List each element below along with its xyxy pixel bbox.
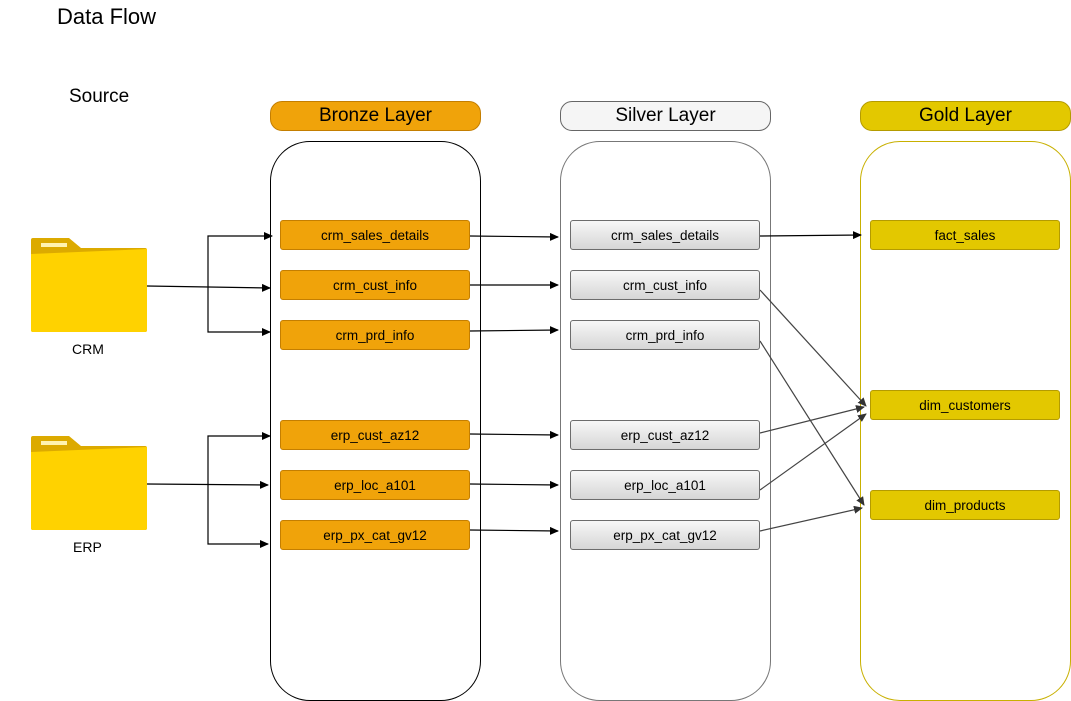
- gold-dim-products: dim_products: [870, 490, 1060, 520]
- silver-erp-loc-a101: erp_loc_a101: [570, 470, 760, 500]
- erp-to-bronze-cust-arrow: [207, 432, 271, 484]
- source-heading: Source: [69, 86, 130, 107]
- silver-crm-sales-details: crm_sales_details: [570, 220, 760, 250]
- bronze-layer-header: Bronze Layer: [270, 101, 481, 131]
- bronze-crm-prd-info: crm_prd_info: [280, 320, 470, 350]
- erp-source-label: ERP: [73, 539, 102, 555]
- crm-folder-icon: [31, 238, 147, 332]
- gold-dim-customers: dim_customers: [870, 390, 1060, 420]
- silver-erp-px-cat-gv12: erp_px_cat_gv12: [570, 520, 760, 550]
- erp-to-bronze-cat-arrow: [207, 484, 269, 548]
- erp-folder-icon: [31, 436, 147, 530]
- crm-to-bronze-prd-arrow: [207, 286, 271, 336]
- silver-crm-prd-info: crm_prd_info: [570, 320, 760, 350]
- bronze-erp-px-cat-gv12: erp_px_cat_gv12: [280, 520, 470, 550]
- gold-layer-header: Gold Layer: [860, 101, 1071, 131]
- crm-to-bronze-sales-arrow: [207, 232, 273, 286]
- bronze-crm-cust-info: crm_cust_info: [280, 270, 470, 300]
- bronze-erp-cust-az12: erp_cust_az12: [280, 420, 470, 450]
- bronze-crm-sales-details: crm_sales_details: [280, 220, 470, 250]
- crm-source-label: CRM: [72, 341, 104, 357]
- bronze-erp-loc-a101: erp_loc_a101: [280, 470, 470, 500]
- page-title: Data Flow: [57, 4, 157, 29]
- silver-crm-cust-info: crm_cust_info: [570, 270, 760, 300]
- silver-layer-header: Silver Layer: [560, 101, 771, 131]
- silver-erp-cust-az12: erp_cust_az12: [570, 420, 760, 450]
- gold-fact-sales: fact_sales: [870, 220, 1060, 250]
